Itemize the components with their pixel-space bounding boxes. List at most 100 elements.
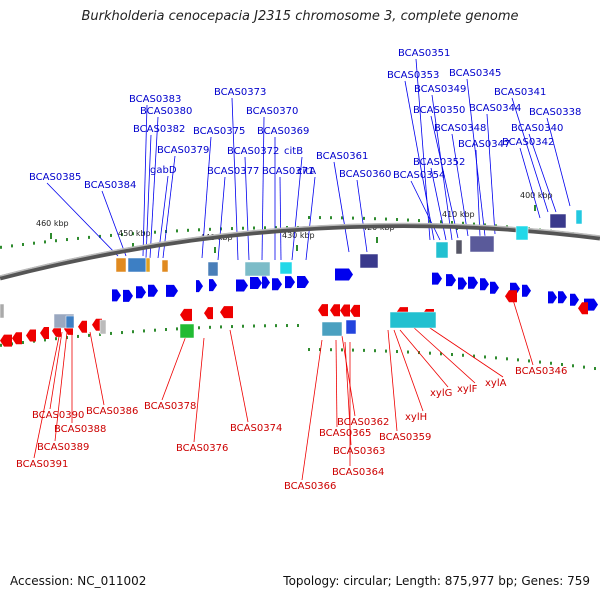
- reverse-gene-label: BCAS0378: [144, 401, 196, 412]
- scale-tick: [385, 349, 387, 353]
- scale-tick: [429, 351, 431, 355]
- leader-line: [509, 289, 534, 366]
- leader-line: [54, 331, 68, 442]
- forward-gene-arrow: [196, 280, 203, 293]
- feature-block: [469, 235, 495, 253]
- reverse-gene-label: BCAS0391: [16, 459, 68, 470]
- scale-tick: [275, 324, 277, 328]
- scale-tick: [539, 360, 541, 364]
- leader-line: [261, 116, 265, 261]
- scale-tick: [473, 354, 475, 358]
- feature-block: [549, 213, 567, 229]
- forward-gene-label: BCAS0370: [246, 106, 298, 117]
- scale-tick: [253, 226, 255, 230]
- leader-line: [333, 161, 350, 253]
- leader-line: [451, 133, 469, 237]
- scale-tick: [572, 364, 574, 368]
- reverse-gene-arrow: [340, 304, 350, 317]
- leader-line: [101, 190, 127, 257]
- forward-gene-label: BCAS0354: [393, 170, 445, 181]
- reverse-gene-arrow: [92, 318, 102, 331]
- forward-gene-label: BCAS0380: [140, 106, 192, 117]
- reverse-gene-arrow: [0, 334, 12, 347]
- scale-tick: [319, 216, 321, 220]
- feature-block: [389, 311, 437, 329]
- leader-line: [546, 117, 571, 207]
- scale-tick: [110, 331, 112, 335]
- scale-tick: [374, 217, 376, 221]
- reverse-gene-label: BCAS0359: [379, 432, 431, 443]
- leader-line: [305, 176, 316, 261]
- feature-block: [115, 257, 127, 273]
- scale-tick: [407, 218, 409, 222]
- forward-gene-arrow: [468, 276, 478, 289]
- forward-gene-label: BCAS0345: [449, 68, 501, 79]
- feature-block: [179, 323, 195, 339]
- scale-tick: [66, 238, 68, 242]
- forward-gene-label: BCAS0373: [214, 87, 266, 98]
- scale-tick: [451, 353, 453, 357]
- scale-tick: [44, 240, 46, 244]
- scale-tick: [176, 327, 178, 331]
- reverse-gene-label: BCAS0362: [337, 417, 389, 428]
- leader-line: [519, 147, 541, 219]
- leader-line: [399, 329, 449, 388]
- scale-tick: [583, 365, 585, 369]
- scale-tick: [374, 349, 376, 353]
- scale-tick: [77, 334, 79, 338]
- scale-tick: [154, 328, 156, 332]
- scale-label: 400 kbp: [520, 191, 553, 200]
- genome-summary: Topology: circular; Length: 875,977 bp; …: [283, 574, 590, 588]
- feature-block: [435, 241, 449, 259]
- feature-block: [575, 209, 583, 225]
- gene-features: [0, 209, 600, 347]
- scale-tick: [0, 343, 2, 347]
- reverse-gene-label: BCAS0365: [319, 428, 371, 439]
- scale-tick: [429, 219, 431, 223]
- feature-block: [279, 261, 293, 275]
- forward-gene-arrow: [148, 284, 158, 297]
- forward-gene-label: BCAS0353: [387, 70, 439, 81]
- feature-block: [145, 257, 151, 273]
- forward-gene-arrow: [432, 272, 442, 285]
- scale-tick: [308, 216, 310, 220]
- forward-gene-arrow: [458, 277, 467, 290]
- scale-tick: [506, 357, 508, 361]
- forward-gene-arrow: [446, 274, 456, 287]
- scale-tick: [352, 216, 354, 220]
- scale-tick: [462, 353, 464, 357]
- forward-gene-label: BCAS0385: [29, 172, 81, 183]
- scale-tick: [77, 236, 79, 240]
- leader-line: [411, 325, 476, 384]
- forward-gene-label: BCAS0371: [262, 166, 314, 177]
- forward-gene-arrow: [335, 268, 353, 281]
- reverse-gene-label: BCAS0386: [86, 406, 138, 417]
- reverse-gene-label: BCAS0390: [32, 410, 84, 421]
- label-leader-lines: [33, 58, 571, 481]
- scale-tick: [132, 330, 134, 334]
- forward-gene-label: BCAS0379: [157, 145, 209, 156]
- scale-tick: [341, 216, 343, 220]
- scale-tick: [22, 341, 24, 345]
- forward-gene-arrow: [490, 281, 499, 294]
- forward-gene-label: gabD: [150, 165, 177, 176]
- scale-tick: [363, 216, 365, 220]
- scale-tick: [209, 227, 211, 231]
- feature-block: [359, 253, 379, 269]
- forward-gene-label: BCAS0369: [257, 126, 309, 137]
- scale-tick: [209, 325, 211, 329]
- reverse-gene-label: BCAS0366: [284, 481, 336, 492]
- forward-gene-arrow: [558, 291, 567, 304]
- scale-tick: [154, 230, 156, 234]
- map-title: Burkholderia cenocepacia J2315 chromosom…: [81, 9, 519, 24]
- forward-gene-arrow: [548, 291, 557, 304]
- reverse-gene-arrow: [204, 307, 213, 320]
- forward-gene-label: BCAS0351: [398, 48, 450, 59]
- reverse-gene-label: BCAS0363: [333, 446, 385, 457]
- scale-tick: [242, 226, 244, 230]
- scale-tick: [0, 245, 2, 249]
- leader-line: [486, 113, 496, 235]
- leader-line: [528, 133, 557, 213]
- reverse-gene-arrow: [180, 308, 192, 321]
- scale-tick: [121, 331, 123, 335]
